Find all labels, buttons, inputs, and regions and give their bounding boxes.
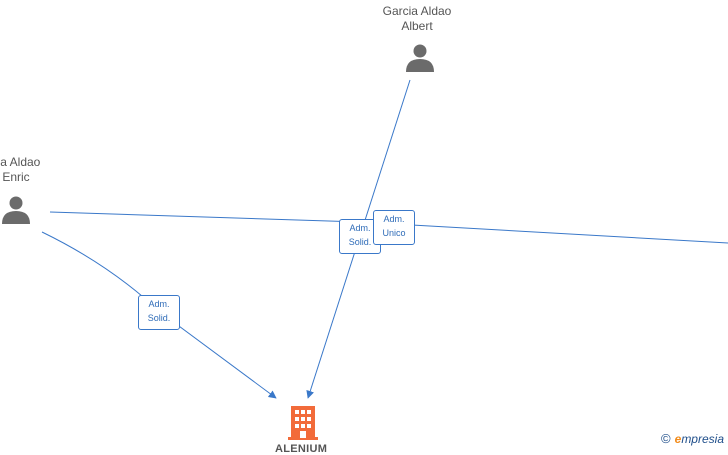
person-label-enric-line2: Enric [2, 170, 30, 184]
person-label-enric[interactable]: cia Aldao Enric [0, 155, 56, 185]
company-label[interactable]: ALENIUM [275, 443, 328, 455]
role-badge-line2: Solid. [147, 313, 171, 323]
copyright-symbol: © [661, 431, 671, 446]
person-icon-albert[interactable] [406, 44, 434, 73]
role-badge-line1: Adm. [349, 223, 371, 233]
brand-name: mpresia [681, 432, 724, 446]
person-label-enric-line1: cia Aldao [0, 155, 41, 169]
role-badge-line1: Adm. [148, 299, 170, 309]
person-label-albert[interactable]: Garcia Aldao Albert [372, 4, 462, 34]
role-badge-enric-adm-unico: Adm. Unico [373, 210, 415, 245]
role-badge-line1: Adm. [383, 214, 405, 224]
empresia-watermark: ©empresia [661, 431, 724, 446]
building-icon[interactable] [288, 406, 318, 440]
role-badge-line2: Solid. [348, 237, 372, 247]
role-badge-enric-adm-solid: Adm. Solid. [138, 295, 180, 330]
person-label-albert-line2: Albert [401, 19, 433, 33]
person-icon-enric[interactable] [2, 196, 30, 225]
person-label-albert-line1: Garcia Aldao [382, 4, 452, 18]
brand-logo-initial: e [674, 432, 682, 446]
role-badge-line2: Unico [382, 228, 406, 238]
